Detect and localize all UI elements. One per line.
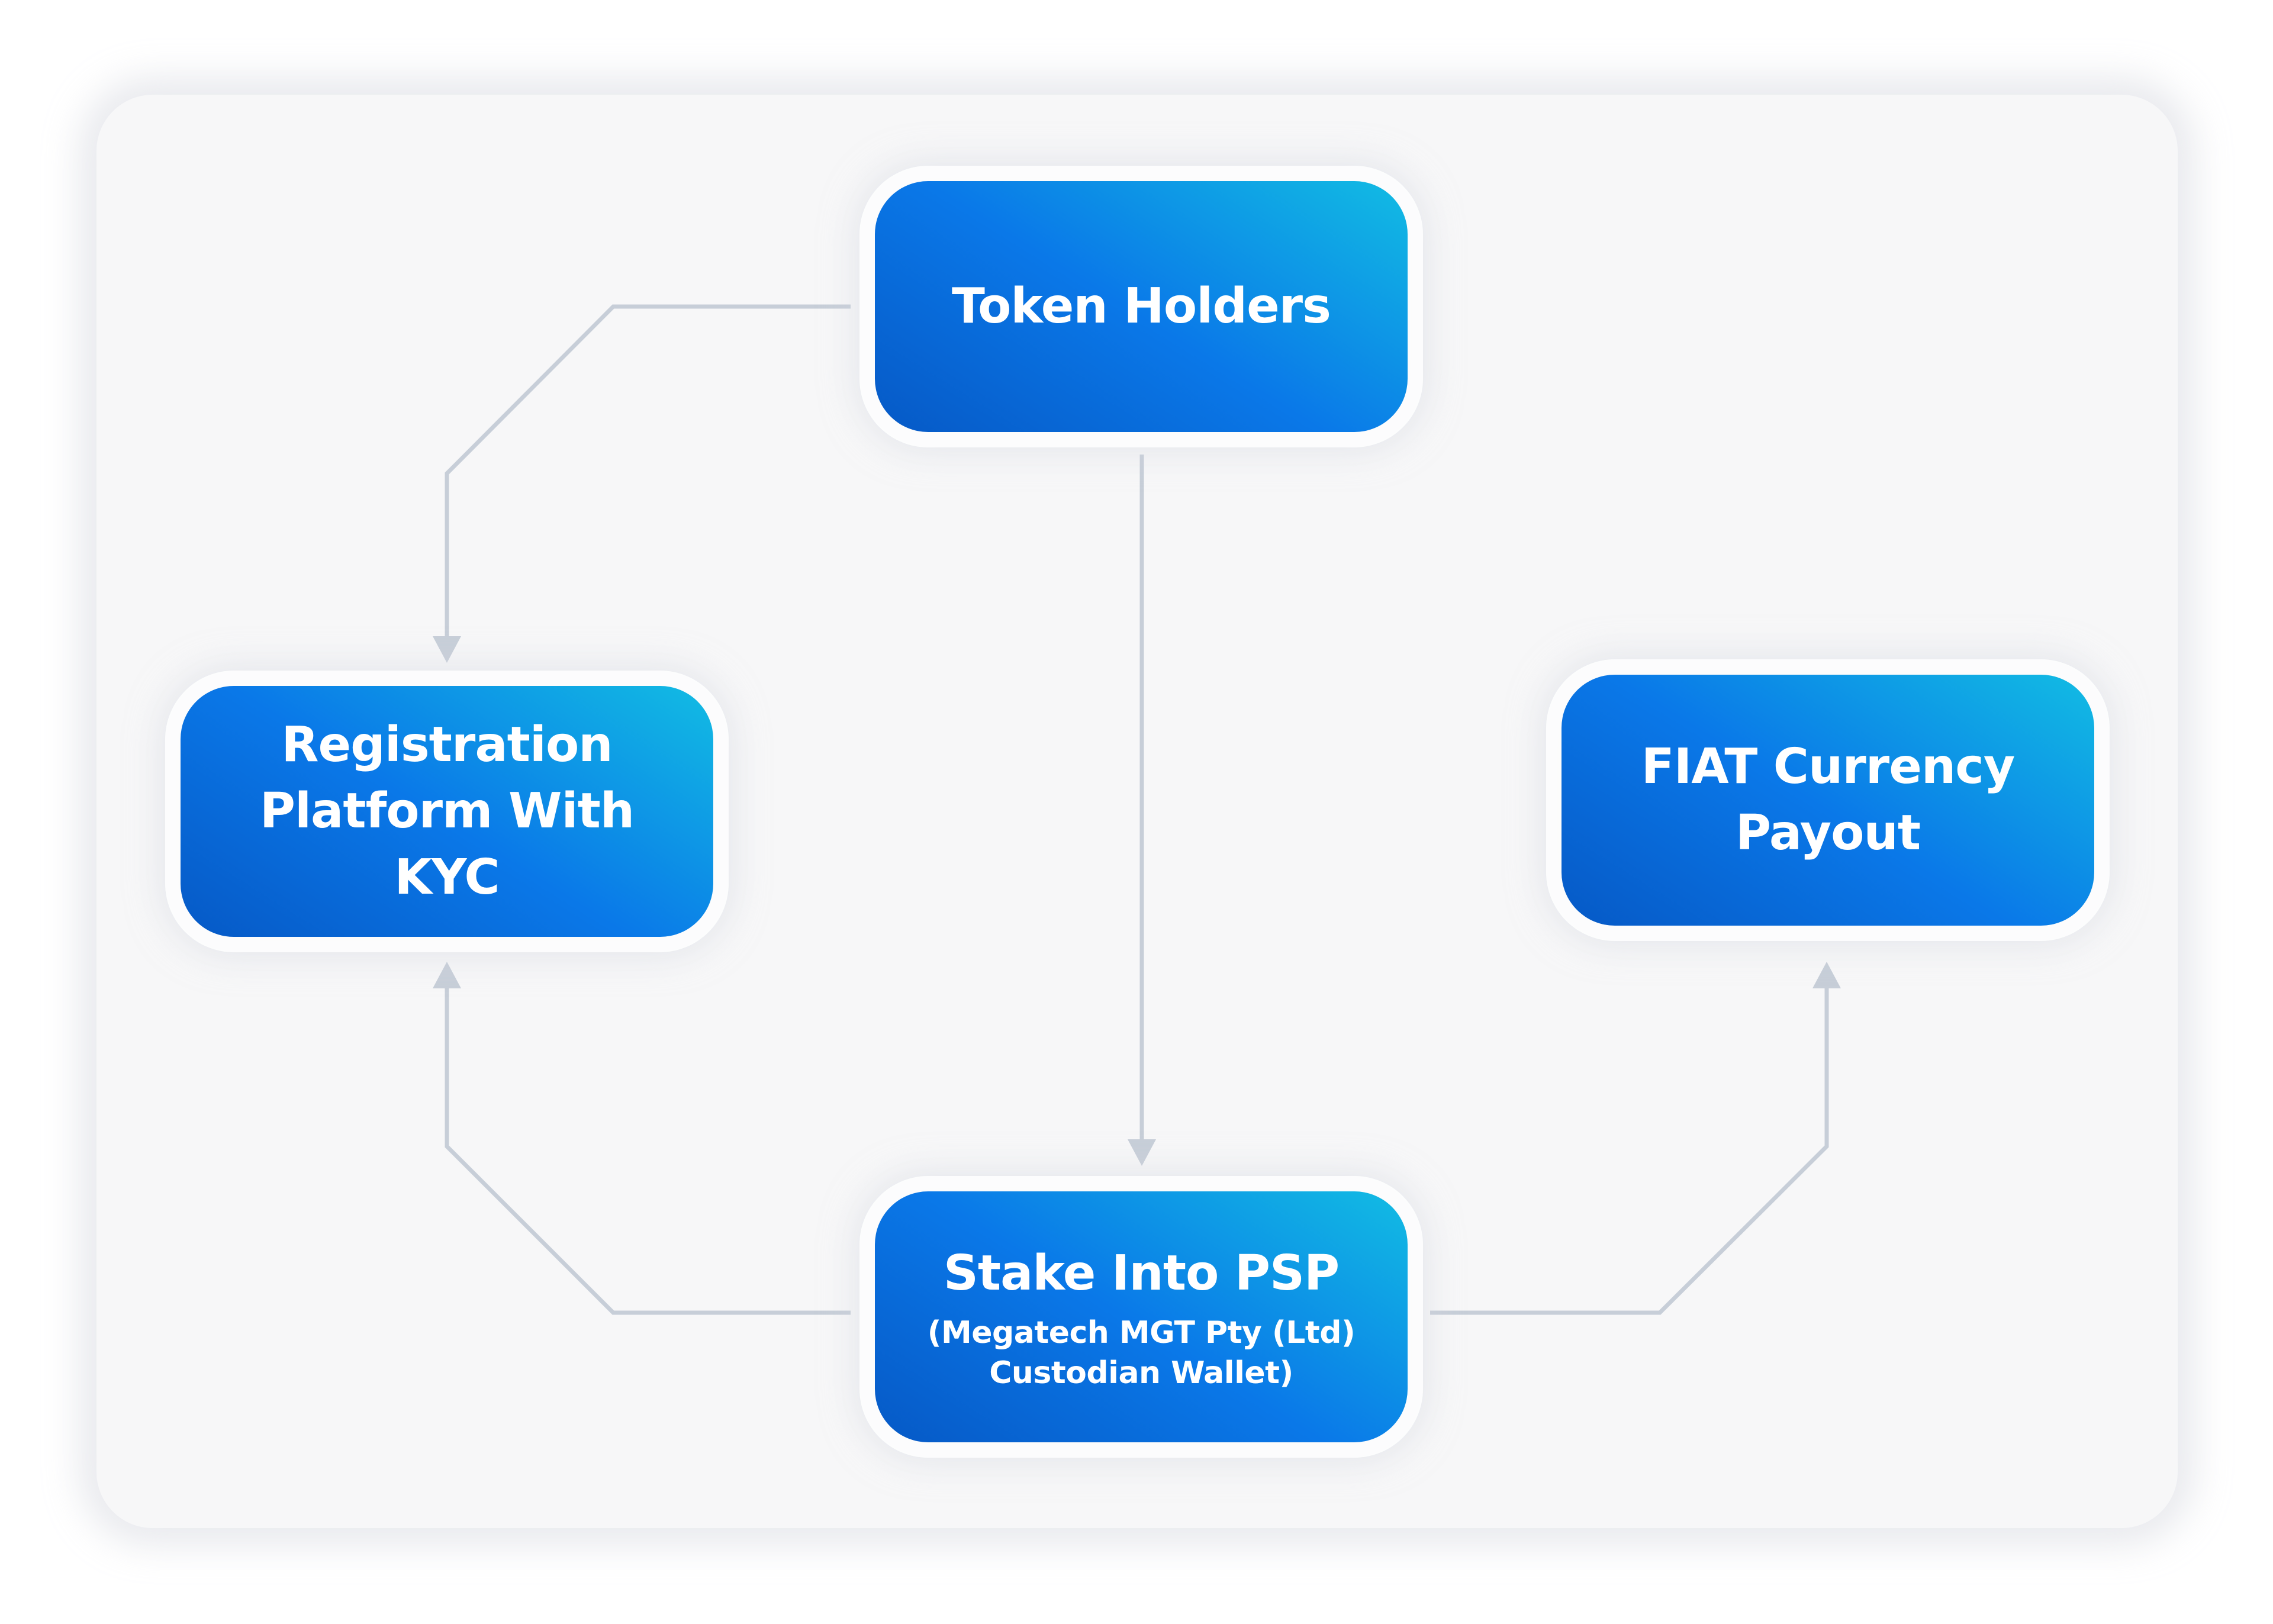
stake-psp-label: Stake Into PSP	[943, 1245, 1340, 1301]
token-holders-node: Token Holders	[875, 181, 1408, 432]
registration-label: Registration Platform With KYC	[259, 717, 635, 906]
fiat-payout-label: FIAT Currency Payout	[1641, 739, 2016, 861]
stake-psp-node: Stake Into PSP (Megatech MGT Pty (Ltd) C…	[875, 1191, 1408, 1442]
token-holders-label: Token Holders	[952, 278, 1331, 334]
arrowhead-registration-bottom	[433, 962, 461, 988]
edge-stake-to-registration	[445, 985, 851, 1315]
arrowhead-fiat-bottom	[1812, 962, 1841, 988]
stake-psp-sublabel: (Megatech MGT Pty (Ltd) Custodian Wallet…	[927, 1315, 1356, 1391]
fiat-payout-node: FIAT Currency Payout	[1562, 675, 2094, 926]
registration-node: Registration Platform With KYC	[181, 686, 713, 937]
edge-token-to-registration	[445, 304, 851, 642]
edge-stake-to-fiat	[1430, 985, 1829, 1315]
arrowhead-registration-top	[433, 636, 461, 663]
arrowhead-stake-top	[1128, 1139, 1156, 1166]
